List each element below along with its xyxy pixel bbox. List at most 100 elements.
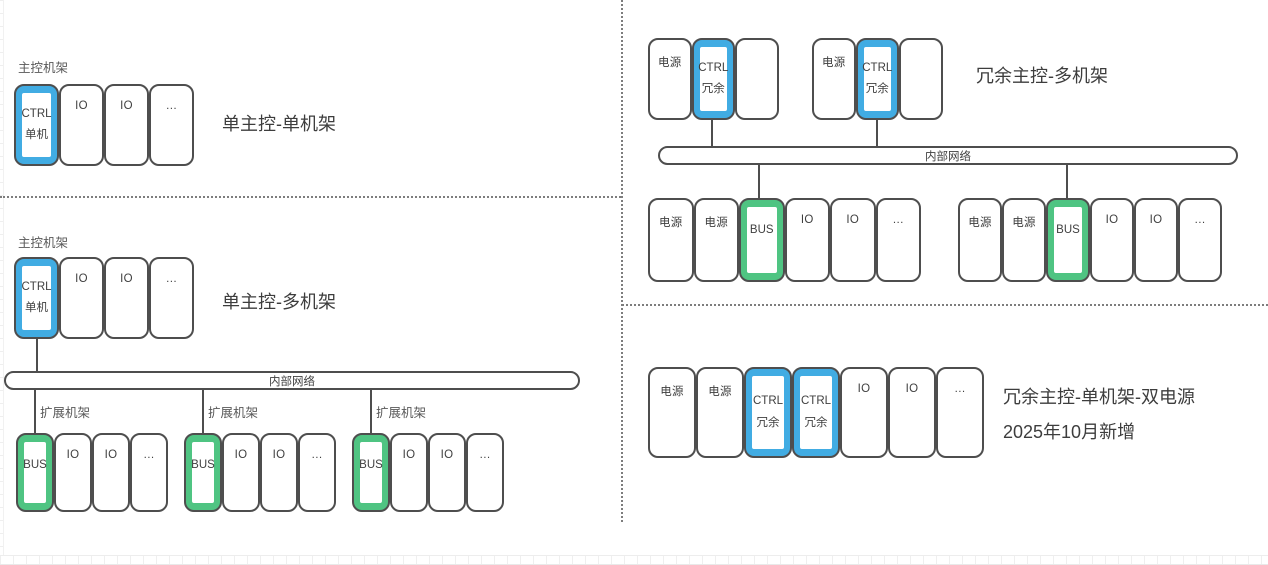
ctrl-module-face: CTRL 冗余 (862, 47, 893, 111)
slot-label: CTRL (21, 107, 52, 120)
slot-ctrl-redundant: CTRL 冗余 (792, 367, 840, 458)
slot-io: IO (888, 367, 936, 458)
slot-empty (735, 38, 779, 120)
rack-redundant-main-2: 电源 CTRL 冗余 (812, 38, 943, 120)
slot-power: 电源 (1002, 198, 1046, 282)
rack-expansion-3: BUS IO IO … (352, 433, 504, 512)
slot-label: IO (800, 214, 814, 226)
separator-horizontal-left (0, 196, 621, 198)
label-expansion-rack-1: 扩展机架 (40, 406, 91, 420)
bus-module-face: BUS (747, 207, 777, 273)
bus-module-face: BUS (191, 442, 215, 503)
slot-power: 电源 (648, 38, 692, 120)
slot-ctrl-redundant: CTRL 冗余 (855, 38, 899, 120)
slot-more: … (149, 84, 194, 166)
slot-power: 电源 (958, 198, 1002, 282)
connector-network-to-bus-right-2 (1066, 165, 1068, 198)
ctrl-module-face: CTRL 冗余 (800, 376, 832, 449)
slot-power: 电源 (696, 367, 744, 458)
slot-label: CTRL (800, 395, 832, 408)
caption-single-single: 单主控-单机架 (222, 114, 336, 134)
slot-io: IO (59, 84, 104, 166)
slot-power: 电源 (648, 367, 696, 458)
slot-label: … (954, 383, 966, 395)
connector-network-to-bus-right-1 (758, 165, 760, 198)
rack-single-single: CTRL 单机 IO IO … (14, 84, 194, 166)
slot-label: IO (1149, 214, 1163, 226)
slot-io: IO (92, 433, 130, 512)
separator-vertical (621, 0, 623, 522)
slot-ctrl-redundant: CTRL 冗余 (744, 367, 792, 458)
slot-io: IO (1134, 198, 1178, 282)
bus-module-face: BUS (359, 442, 383, 503)
slot-io: IO (104, 257, 149, 339)
slot-label: BUS (749, 224, 774, 236)
slot-io: IO (54, 433, 92, 512)
slot-label: … (892, 214, 905, 226)
slot-label: 冗余 (701, 83, 725, 95)
slot-label: 电源 (658, 217, 683, 229)
slot-io: IO (784, 198, 830, 282)
caption-redundant-single-line1: 冗余主控-单机架-双电源 (1003, 387, 1195, 407)
network-bus-left: 内部网络 (4, 371, 580, 390)
slot-io: IO (840, 367, 888, 458)
slot-io: IO (59, 257, 104, 339)
slot-label: … (1194, 214, 1206, 226)
slot-ctrl-single: CTRL 单机 (14, 84, 59, 166)
slot-more: … (1178, 198, 1222, 282)
ctrl-module-face: CTRL 单机 (21, 93, 52, 157)
slot-label: 电源 (968, 217, 992, 229)
slot-more: … (298, 433, 336, 512)
label-expansion-rack-2: 扩展机架 (208, 406, 259, 420)
slot-ctrl-redundant: CTRL 冗余 (691, 38, 735, 120)
caption-redundant-single-line2: 2025年10月新增 (1003, 422, 1136, 442)
slot-more: … (875, 198, 921, 282)
slot-label: 冗余 (756, 416, 780, 429)
slot-bus: BUS (739, 198, 785, 282)
connector-ctrl2-to-network (876, 120, 878, 146)
slot-more: … (130, 433, 168, 512)
bus-module-face: BUS (23, 442, 47, 503)
slot-label: IO (75, 273, 88, 285)
ctrl-module-face: CTRL 冗余 (698, 47, 729, 111)
slot-bus: BUS (352, 433, 390, 512)
caption-single-multi: 单主控-多机架 (222, 292, 336, 312)
bus-module-face: BUS (1054, 207, 1082, 273)
slot-label: IO (272, 449, 286, 461)
slot-label: … (479, 449, 491, 461)
rack-single-multi-main: CTRL 单机 IO IO … (14, 257, 194, 339)
slot-more: … (149, 257, 194, 339)
rack-expansion-1: BUS IO IO … (16, 433, 168, 512)
label-expansion-rack-3: 扩展机架 (376, 406, 427, 420)
slot-label: IO (905, 383, 919, 395)
slot-bus: BUS (184, 433, 222, 512)
slot-label: 电源 (821, 57, 846, 69)
slot-label: … (165, 273, 178, 285)
slot-label: … (143, 449, 155, 461)
slot-label: IO (66, 449, 80, 461)
slot-io: IO (428, 433, 466, 512)
slot-io: IO (1090, 198, 1134, 282)
slot-label: … (311, 449, 323, 461)
slot-label: IO (402, 449, 416, 461)
rack-redundant-main-1: 电源 CTRL 冗余 (648, 38, 779, 120)
slot-label: BUS (359, 459, 383, 471)
slot-io: IO (104, 84, 149, 166)
slot-label: 电源 (657, 57, 682, 69)
rack-redundant-io-1: 电源 电源 BUS IO IO … (648, 198, 921, 282)
separator-horizontal-right (622, 304, 1268, 306)
rack-expansion-2: BUS IO IO … (184, 433, 336, 512)
slot-label: CTRL (752, 395, 784, 408)
connector-ctrl1-to-network (711, 120, 713, 146)
slot-label: 单机 (25, 302, 48, 314)
slot-empty (899, 38, 943, 120)
slot-label: 单机 (25, 129, 48, 141)
slot-label: IO (120, 273, 133, 285)
slot-io: IO (830, 198, 876, 282)
slot-power: 电源 (648, 198, 694, 282)
network-bus-right: 内部网络 (658, 146, 1238, 165)
slot-label: CTRL (862, 61, 893, 74)
slot-label: IO (234, 449, 248, 461)
slot-label: BUS (191, 459, 215, 471)
slot-label: CTRL (698, 61, 729, 74)
